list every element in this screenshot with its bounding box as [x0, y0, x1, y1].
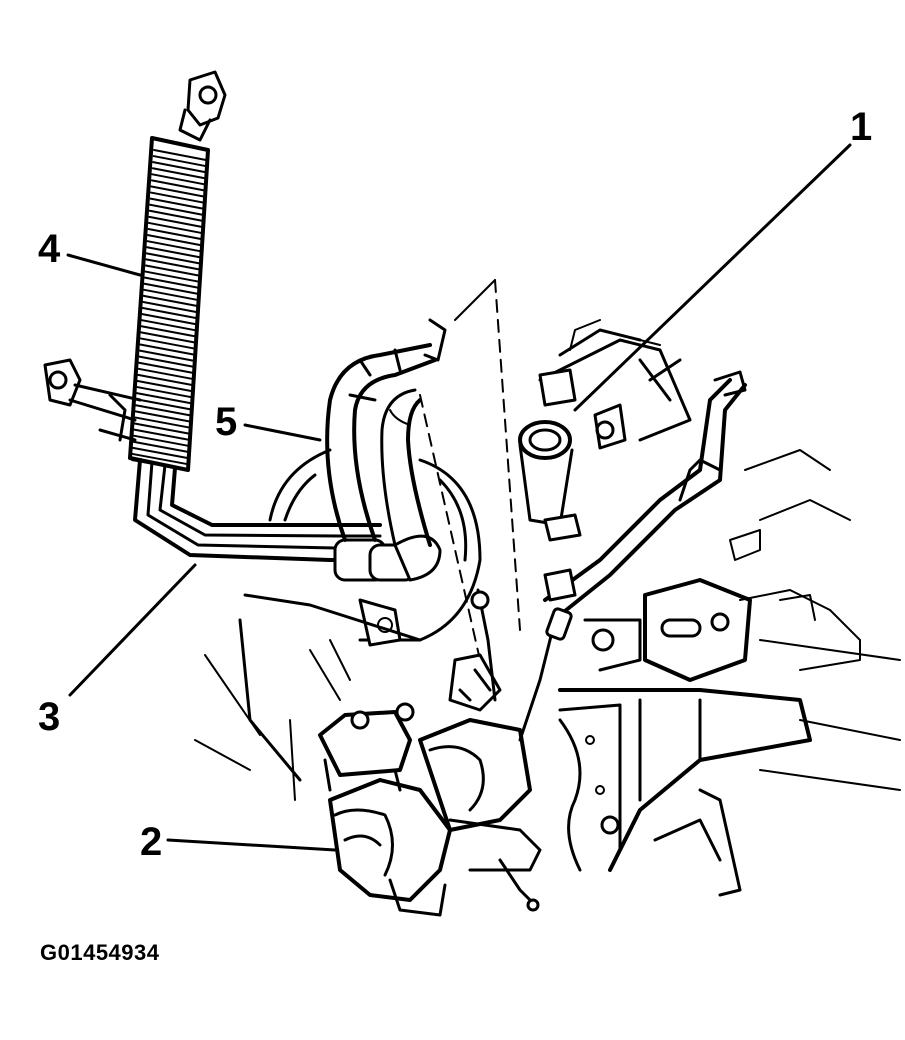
cooler-fin — [138, 349, 195, 362]
cooler-fin — [146, 234, 202, 247]
callout-4: 4 — [38, 227, 61, 271]
cooler-fin — [140, 331, 196, 344]
cooler-fin — [146, 246, 201, 259]
cooler-fin — [148, 209, 204, 222]
cooler-fin — [133, 428, 189, 441]
cooler-fin — [150, 179, 206, 192]
cooler-fin — [140, 319, 197, 332]
cooler-fin — [139, 343, 195, 356]
hoses — [325, 318, 447, 547]
cooler-fin — [146, 240, 202, 253]
cooler-fin — [137, 361, 194, 374]
cooler-lines — [133, 458, 442, 582]
callout-1: 1 — [850, 105, 872, 149]
cooler-fin — [150, 185, 205, 198]
cooler-fin — [141, 307, 197, 320]
cooler-fin — [153, 149, 207, 161]
cooler-fin — [135, 392, 192, 405]
cooler-fin — [136, 379, 193, 392]
cooler-fin — [145, 258, 200, 271]
cooler-fin — [137, 367, 193, 380]
cooler-fin — [149, 197, 204, 210]
reservoir — [518, 319, 692, 527]
pump-assembly — [194, 448, 482, 801]
cooler-fin — [133, 422, 190, 435]
cooler-fin — [131, 452, 188, 465]
cooler-fin — [134, 404, 191, 417]
cooler-fin — [134, 410, 191, 423]
callout-2: 2 — [140, 820, 162, 864]
cooler-fin — [138, 355, 194, 368]
cooler-fin — [134, 416, 190, 429]
cooler-fin — [144, 270, 200, 283]
cooler-fin — [147, 228, 202, 241]
cooler-fin — [152, 161, 207, 174]
cooler-fin — [143, 288, 198, 301]
cooler-fin — [147, 221, 203, 234]
cooler-fin — [149, 191, 205, 204]
cooler-fin — [151, 167, 206, 180]
cooler-fin — [142, 294, 198, 307]
cooler-fin — [143, 282, 199, 295]
leader-lines — [66, 143, 852, 852]
cooler-fin — [131, 446, 188, 459]
callout-3: 3 — [38, 695, 60, 739]
cooler-fin — [152, 155, 207, 168]
cooler-fin — [148, 215, 203, 228]
cooler-fin — [132, 440, 189, 453]
cooler-fin — [151, 173, 206, 186]
frame-structure — [543, 370, 901, 897]
cooler-fin — [144, 264, 200, 277]
cooler-fin — [141, 313, 197, 326]
figure-id-label: G01454934 — [40, 940, 160, 965]
cooler-fin — [149, 203, 204, 216]
cooler-fin — [142, 300, 198, 313]
cooler-fin — [140, 325, 196, 338]
callout-5: 5 — [215, 400, 237, 444]
cooler-fin — [136, 386, 192, 399]
cooler — [43, 70, 227, 472]
cooler-fin — [137, 373, 193, 386]
cooler-fin — [143, 276, 199, 289]
cooler-fin — [135, 398, 191, 411]
reference-lines — [419, 279, 521, 661]
cooler-fin — [132, 434, 189, 447]
cooler-fin — [145, 252, 201, 265]
steering-gear — [318, 588, 573, 917]
cooler-fin — [139, 337, 195, 350]
